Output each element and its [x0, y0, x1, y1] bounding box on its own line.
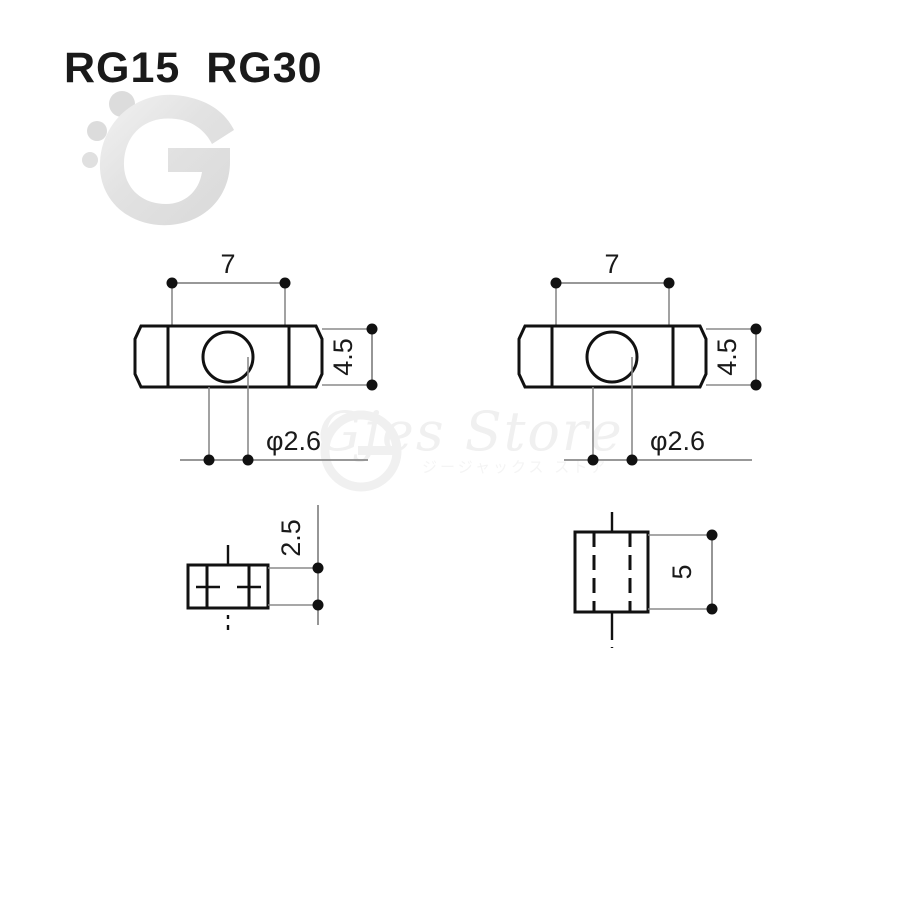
- through-hole: [201, 330, 255, 384]
- dim-left-width-7: 7: [166, 249, 291, 333]
- dim-label-thickness: 2.5: [276, 519, 306, 557]
- dim-dot-bottom: [706, 603, 718, 615]
- dim-label-height: 4.5: [712, 338, 742, 376]
- dim-dot-right: [242, 454, 254, 466]
- dim-dot-top: [750, 323, 762, 335]
- side-body-outline: [573, 530, 650, 614]
- dim-right-height-4-5: 4.5: [706, 323, 762, 391]
- right-top-view: 7 4.5: [517, 249, 762, 466]
- dim-dot-right: [663, 277, 675, 289]
- dim-dot-bottom: [312, 599, 324, 611]
- dim-right-width-7: 7: [550, 249, 675, 333]
- dim-dot-top: [706, 529, 718, 541]
- dim-dot-top: [366, 323, 378, 335]
- dim-left-thickness-2-5: 2.5: [268, 505, 324, 625]
- right-side-view: 5: [573, 512, 718, 648]
- dim-dot-right: [279, 277, 291, 289]
- dim-dot-left: [203, 454, 215, 466]
- dim-left-height-4-5: 4.5: [322, 323, 378, 391]
- left-side-view: 2.5: [186, 505, 324, 630]
- page-title: RG15 RG30: [64, 44, 323, 92]
- dim-dot-left: [587, 454, 599, 466]
- dim-dot-right: [626, 454, 638, 466]
- left-top-view: 7 4.5: [133, 249, 378, 466]
- dim-right-thickness-5: 5: [648, 529, 718, 615]
- through-hole: [585, 330, 639, 384]
- dim-label-width: 7: [220, 249, 235, 279]
- dim-right-hole-2-6: φ2.6: [564, 357, 752, 466]
- dim-label-width: 7: [604, 249, 619, 279]
- dim-label-hole: φ2.6: [266, 426, 321, 456]
- dim-dot-left: [166, 277, 178, 289]
- dim-dot-bottom: [366, 379, 378, 391]
- dim-label-height: 4.5: [328, 338, 358, 376]
- dim-dot-left: [550, 277, 562, 289]
- dim-left-hole-2-6: φ2.6: [180, 357, 368, 466]
- dim-label-hole: φ2.6: [650, 426, 705, 456]
- dim-dot-bottom: [750, 379, 762, 391]
- dim-label-thickness: 5: [667, 564, 697, 579]
- dim-dot-top: [312, 562, 324, 574]
